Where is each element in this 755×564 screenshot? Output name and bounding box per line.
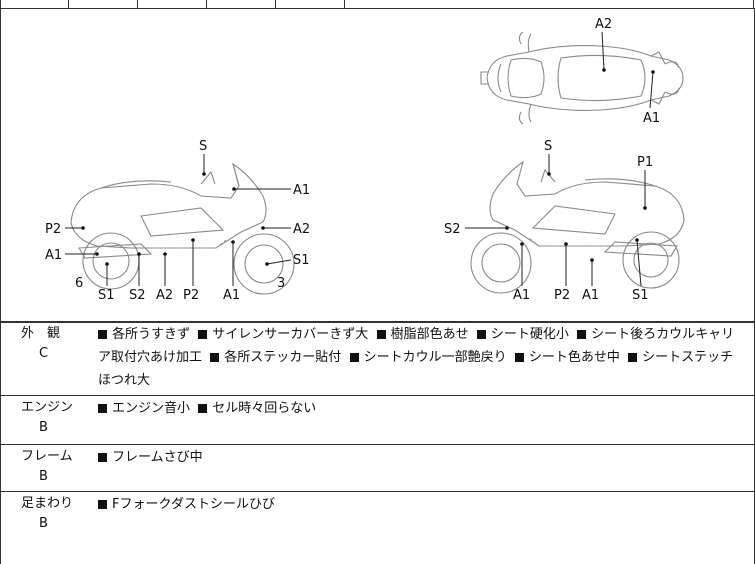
note-item: セル時々回らない: [198, 401, 316, 416]
left-label-6: 6: [75, 276, 83, 291]
row-name: フレーム: [21, 449, 73, 464]
note-item: 樹脂部色あせ: [376, 327, 469, 342]
top-view-scooter: [480, 31, 684, 125]
damage-diagram: A2 A1 S: [0, 8, 755, 323]
right-label-a1-left: A1: [513, 288, 530, 303]
right-label-a1-right: A1: [582, 288, 599, 303]
left-label-p2-bottom: P2: [183, 288, 199, 303]
left-label-s: S: [199, 139, 207, 154]
left-label-a1-top: A1: [293, 183, 310, 198]
left-label-a2-bottom: A2: [156, 288, 173, 303]
left-label-s1-right: S1: [293, 253, 310, 268]
top-label-a2: A2: [595, 17, 612, 32]
condition-row-exterior: 外 観 C 各所うすきず サイレンサーカバーきず大 樹脂部色あせ シート硬化小 …: [1, 321, 754, 395]
right-label-s1: S1: [632, 288, 649, 303]
note-item: シート硬化小: [476, 327, 569, 342]
note-item: サイレンサーカバーきず大: [198, 327, 368, 342]
left-label-a1-left: A1: [45, 248, 62, 263]
left-label-a1-bottom: A1: [223, 288, 240, 303]
row-header: 足まわり B: [1, 492, 91, 564]
row-notes: 各所うすきず サイレンサーカバーきず大 樹脂部色あせ シート硬化小 シート後ろカ…: [91, 322, 754, 395]
row-notes: Fフォークダストシールひび: [91, 492, 754, 564]
right-label-p1: P1: [637, 155, 653, 170]
condition-table: 外 観 C 各所うすきず サイレンサーカバーきず大 樹脂部色あせ シート硬化小 …: [0, 321, 755, 564]
row-grade: B: [39, 420, 48, 435]
note-item: シート後ろカウルキャリア取付穴あけ加工: [98, 327, 735, 365]
row-name: 外 観: [21, 326, 61, 341]
row-header: 外 観 C: [1, 322, 91, 395]
left-label-s1-bottom: S1: [98, 288, 115, 303]
left-label-a2-right: A2: [293, 222, 310, 237]
right-label-p2: P2: [554, 288, 570, 303]
note-item: シート色あせ中: [514, 350, 620, 365]
row-header: フレーム B: [1, 445, 91, 491]
top-label-a1: A1: [643, 111, 660, 126]
row-name: エンジン: [21, 400, 74, 415]
note-item: シートステッチほつれ大: [98, 350, 734, 388]
condition-row-frame: フレーム B フレームさび中: [1, 444, 754, 491]
note-item: 各所ステッカー貼付: [210, 350, 341, 365]
row-notes: エンジン音小 セル時々回らない: [91, 396, 754, 444]
condition-row-engine: エンジン B エンジン音小 セル時々回らない: [1, 395, 754, 444]
note-item: 各所うすきず: [98, 327, 190, 342]
left-label-p2-left: P2: [45, 222, 61, 237]
row-notes: フレームさび中: [91, 445, 754, 491]
row-grade: B: [39, 469, 48, 484]
note-item: エンジン音小: [98, 401, 190, 416]
previous-table-edge: [0, 0, 755, 9]
right-view-scooter: [470, 160, 685, 294]
top-view-labels: A2 A1: [595, 17, 660, 126]
note-item: Fフォークダストシールひび: [98, 497, 275, 512]
left-view-labels: S A1 A2 S1 3 P2 A1 6: [45, 139, 310, 303]
row-name: 足まわり: [21, 496, 74, 511]
left-view-scooter: [70, 162, 295, 295]
left-label-s2-bottom: S2: [129, 288, 146, 303]
right-label-s2: S2: [444, 222, 461, 237]
condition-row-suspension: 足まわり B Fフォークダストシールひび: [1, 491, 754, 564]
row-grade: C: [39, 346, 49, 361]
note-item: シートカウル一部艶戻り: [349, 350, 507, 365]
note-item: フレームさび中: [98, 450, 203, 465]
left-label-3: 3: [277, 276, 285, 291]
row-grade: B: [39, 516, 48, 531]
scooter-diagram-svg: A2 A1 S: [45, 17, 685, 303]
row-header: エンジン B: [1, 396, 91, 444]
right-view-labels: S P1 S2 A1 P2 A1 S1: [444, 139, 653, 303]
right-label-s: S: [544, 139, 552, 154]
